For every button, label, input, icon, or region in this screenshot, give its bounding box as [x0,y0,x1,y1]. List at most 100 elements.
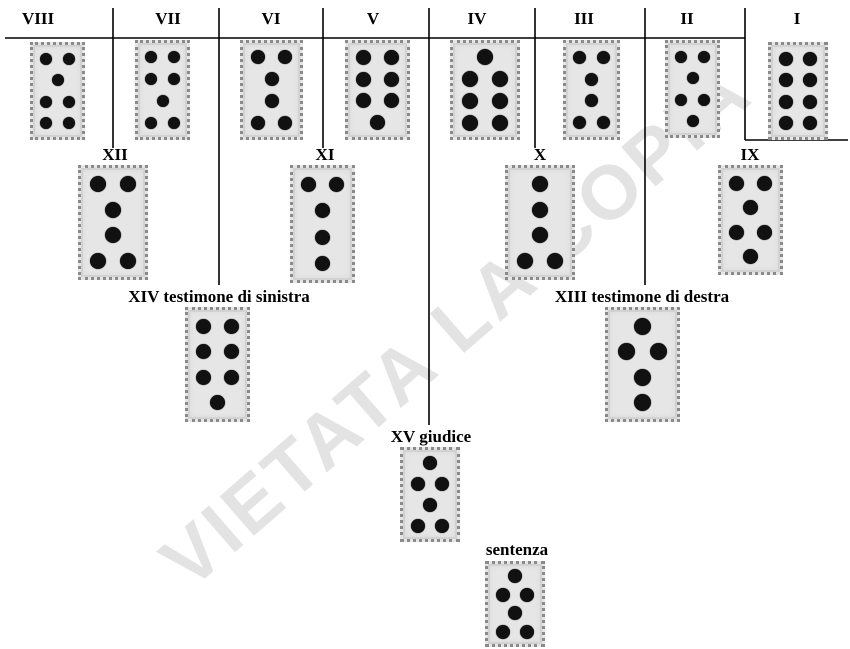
dot [251,50,266,65]
dot [62,117,75,130]
dot [62,95,75,108]
dot [40,52,53,65]
dot [508,606,522,621]
dot [315,255,330,271]
dot [264,72,279,87]
dot [370,115,385,131]
dot [508,569,522,583]
dot [532,201,548,218]
dot [697,50,710,63]
dot [251,115,266,130]
figure-label-iv: IV [467,9,487,28]
figure-label-xiv: XIV testimone di sinistra [128,287,310,306]
dot [356,49,372,65]
dot [585,94,598,108]
dot [520,587,535,602]
dot [803,51,818,66]
figure-label-i: I [793,9,801,28]
figure-card-sentenza [485,561,545,647]
dot [277,115,292,130]
dot [167,51,180,64]
dot [585,72,598,86]
dot [778,73,793,88]
dot [462,92,479,109]
dot [315,229,330,245]
dot [477,49,493,66]
dot [649,343,667,361]
dot [156,94,169,107]
figure-label-xi: XI [315,145,335,164]
figure-card-viii [30,42,85,140]
dot [40,95,53,108]
figure-card-v [345,40,410,140]
dot [596,116,610,130]
dot [729,176,745,192]
figure-card-xiii [605,307,680,422]
dot [223,318,239,334]
figure-label-v: V [366,9,380,28]
dot [462,114,479,131]
dot [675,93,688,106]
dot [491,114,508,131]
dot [495,587,510,602]
dot [301,177,317,193]
dot [145,51,158,64]
dot [532,176,548,193]
dot [119,176,136,193]
dot [356,71,372,87]
dot [520,625,535,639]
dot [315,203,330,219]
dot [51,74,64,87]
dot [756,224,772,240]
dot [491,92,508,109]
figure-label-ii: II [680,9,694,28]
figure-label-ix: IX [740,145,760,164]
dot [491,71,508,88]
figure-label-vii: VII [155,9,181,28]
dot [383,49,399,65]
dot [778,94,793,109]
dot [90,176,107,193]
figure-card-xii [78,165,148,280]
figure-label-xiii: XIII testimone di destra [554,287,730,306]
figure-card-ix [718,165,783,275]
dot [686,115,699,128]
figure-label-x: X [533,145,547,164]
dot [435,477,450,492]
dot [546,252,563,269]
dot [803,94,818,109]
dot [423,456,437,471]
dot [495,625,510,639]
dot [223,344,239,360]
dot [167,116,180,129]
dot [410,477,425,492]
dot [383,71,399,87]
figure-card-xi [290,165,355,283]
dot [356,93,372,109]
dot [462,71,479,88]
figure-card-x [505,165,575,280]
dot [105,227,121,244]
dot [62,52,75,65]
dot [435,518,450,533]
dot [756,176,772,192]
dot [803,73,818,88]
figure-card-xv [400,447,460,542]
dot [210,395,225,411]
figure-card-vi [240,40,303,140]
dot [778,51,793,66]
figure-card-vii [135,40,190,140]
dot [697,93,710,106]
dot [145,73,158,86]
dot [196,344,212,360]
figure-label-viii: VIII [21,9,55,28]
dot [223,369,239,385]
figure-card-iv [450,40,520,140]
dot [634,368,651,386]
dot [119,252,136,269]
dot [40,117,53,130]
figure-card-iii [563,40,620,140]
dot [264,93,279,108]
